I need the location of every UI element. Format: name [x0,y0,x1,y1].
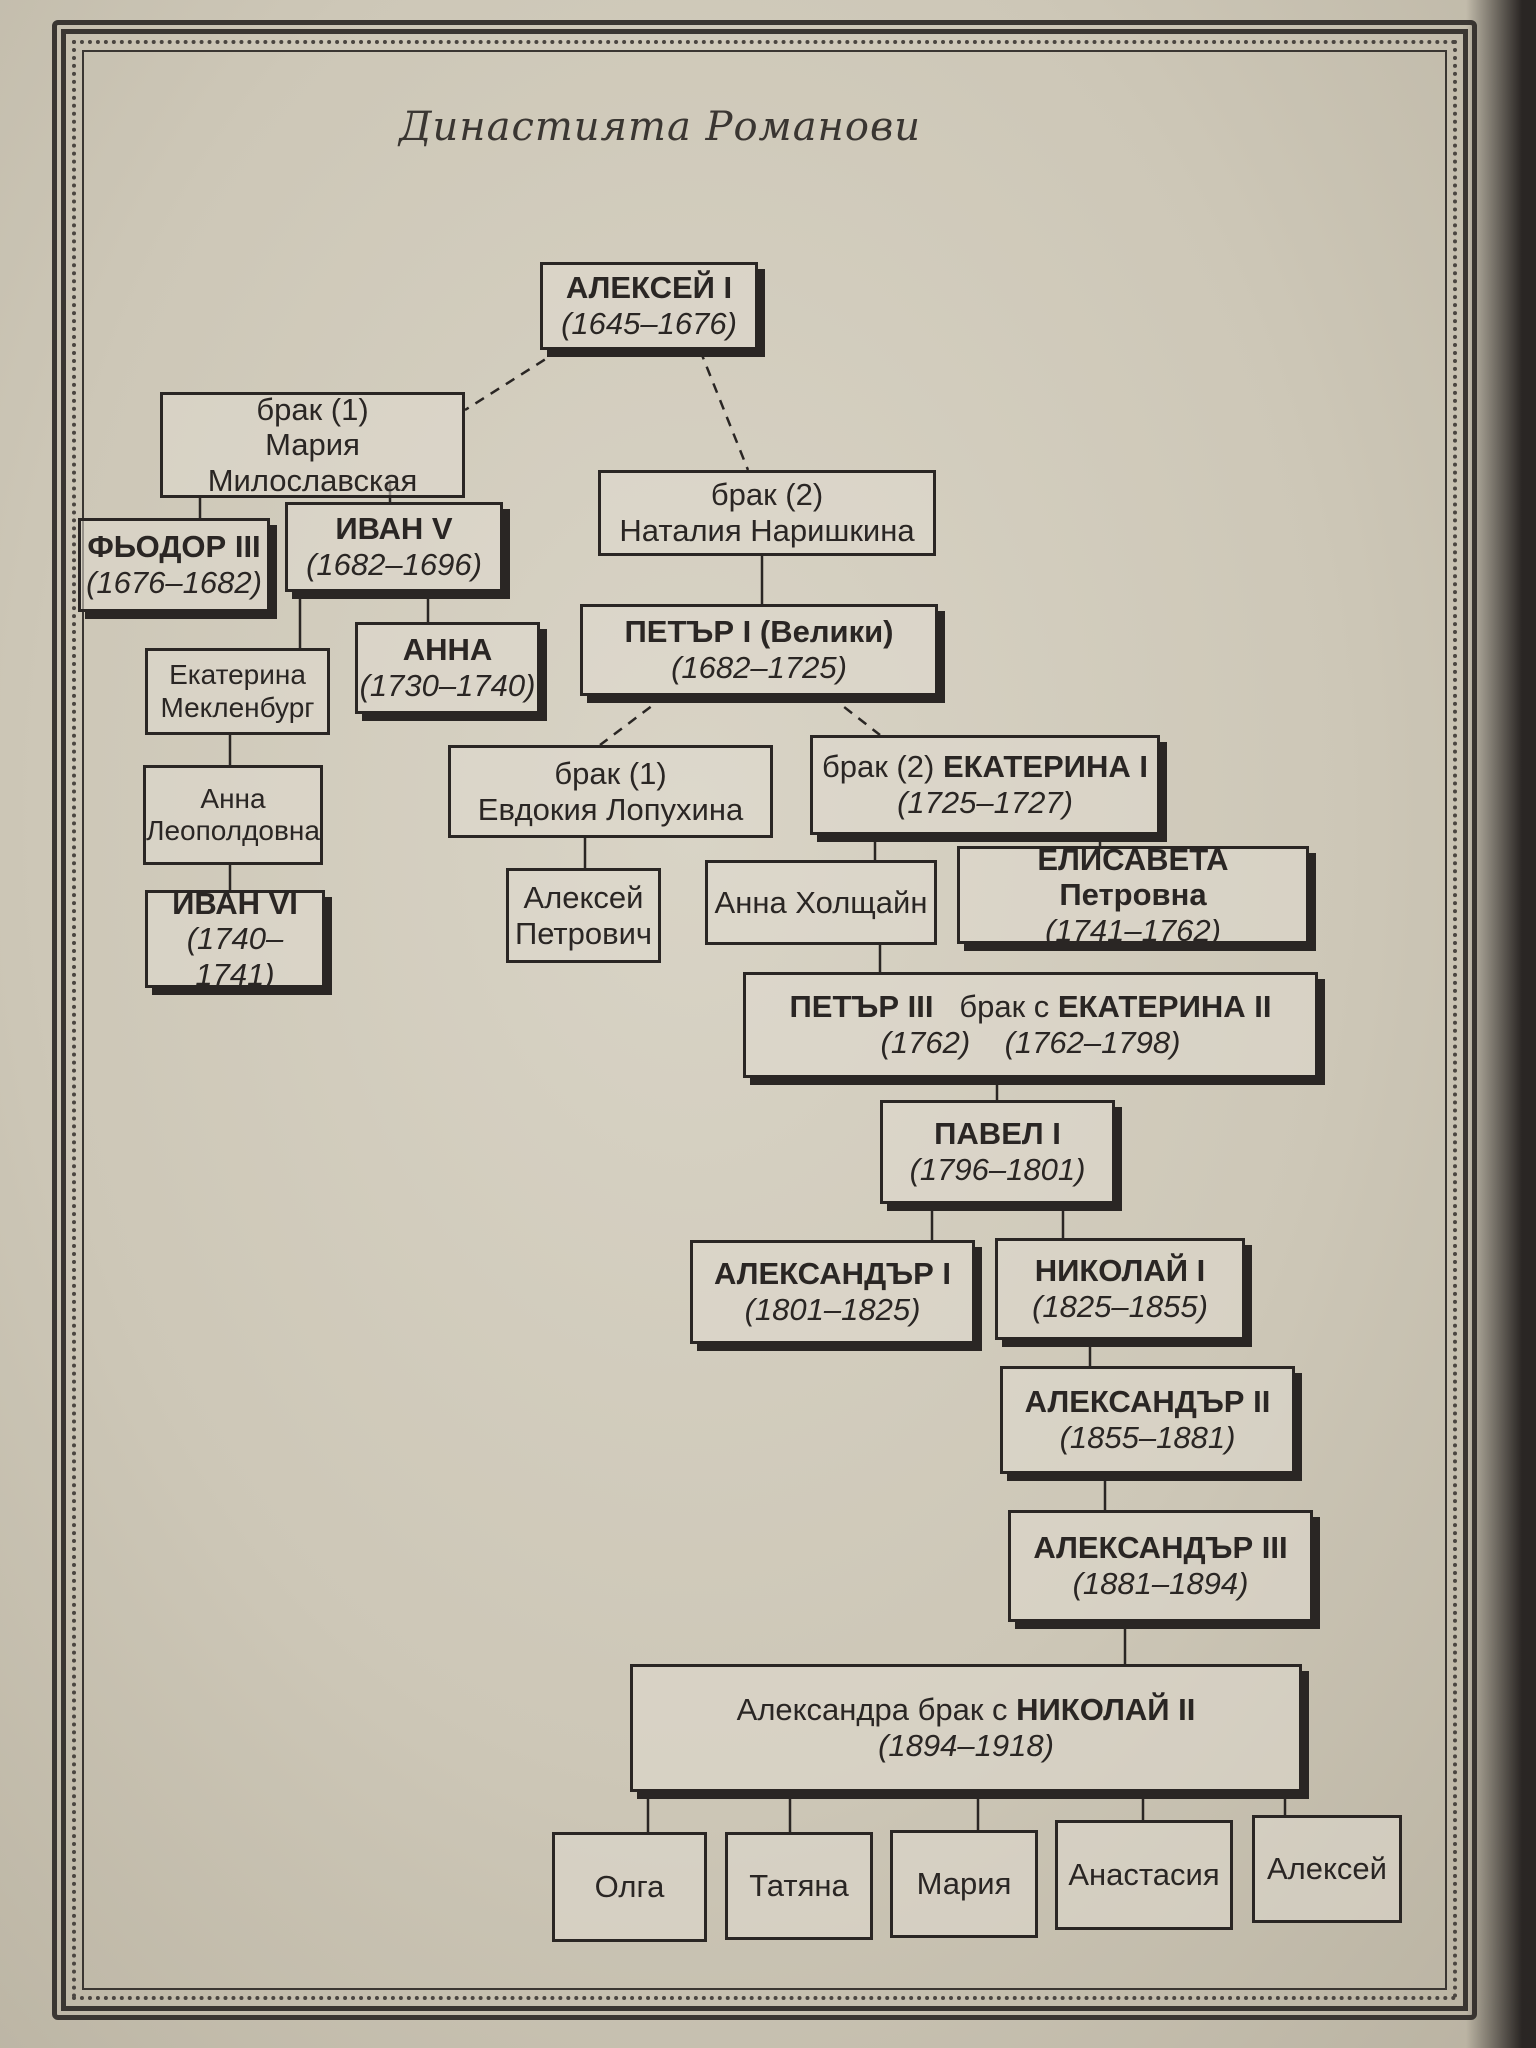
node-name: ЕКАТЕРИНА I [942,749,1148,785]
page-edge-shadow [1466,0,1536,2048]
node-petr-iii-ekaterina-ii: ПЕТЪР III брак с ЕКАТЕРИНА II (1762) (17… [743,972,1318,1078]
node-name: ИВАН VI [172,885,298,921]
node-years: (1894–1918) [878,1728,1054,1763]
node-name: АЛЕКСАНДЪР III [1033,1530,1288,1566]
node-name: НИКОЛАЙ I [1034,1253,1206,1289]
node-line1: Анна [200,782,266,814]
node-prefix: брак (2) [822,749,935,785]
connector-dashed [464,348,561,412]
node-name: АЛЕКСАНДЪР II [1024,1384,1271,1420]
node-years: (1825–1855) [1032,1289,1208,1324]
node-line1: Алексей [523,879,644,915]
node-child-name: Мария [916,1866,1012,1902]
connector-dashed [698,349,750,471]
node-petr-i: ПЕТЪР I (Велики) (1682–1725) [580,604,938,696]
node-pavel-i: ПАВЕЛ I (1796–1801) [880,1100,1115,1204]
node-name: ПЕТЪР I (Велики) [624,614,894,650]
node-years: (1730–1740) [359,668,536,703]
node-name: ФЬОДОР III [87,529,261,565]
node-years2: (1762–1798) [1004,1025,1181,1060]
node-name-rest: Петровна [1059,877,1207,913]
node-years: (1741–1762) [1045,912,1221,948]
node-years: (1881–1894) [1072,1566,1249,1601]
node-years: (1676–1682) [86,565,262,600]
node-ivan-vi: ИВАН VI (1740–1741) [145,886,325,992]
node-child-aleksei: Алексей [1252,1815,1402,1923]
node-name: АЛЕКСАНДЪР I [713,1256,952,1292]
node-ekaterina-i: брак (2) ЕКАТЕРИНА I (1725–1727) [810,735,1160,835]
node-name: НИКОЛАЙ II [1016,1692,1196,1728]
node-child-name: Алексей [1267,1851,1387,1887]
node-child-olga: Олга [552,1832,707,1942]
node-line2: Мекленбург [160,691,315,723]
node-line2: Мария Милославская [207,427,418,498]
node-years: (1801–1825) [744,1292,921,1327]
node-name: АЛЕКСЕЙ I [565,270,733,306]
connector-dashed [829,695,881,736]
node-years: (1725–1727) [897,785,1073,820]
node-name: ИВАН V [335,511,453,547]
page-title: Династията Романови [398,104,922,150]
node-years: (1762) [880,1025,971,1060]
connector-dashed [599,695,666,746]
node-fyodor-iii: ФЬОДОР III (1676–1682) [78,518,270,612]
node-aleksei-petrovich: Алексей Петрович [506,868,661,963]
border-inner-line [82,50,1447,1990]
node-line1: брак (2) [710,477,824,513]
node-years: (1682–1725) [671,650,847,685]
ornamental-border-dots [72,40,1457,2000]
node-name2: ЕКАТЕРИНА II [1057,989,1272,1025]
node-child-name: Татяна [749,1868,849,1904]
node-aleksandr-ii: АЛЕКСАНДЪР II (1855–1881) [1000,1366,1295,1474]
node-line1: Екатерина [169,659,306,691]
node-nikolai-i: НИКОЛАЙ I (1825–1855) [995,1238,1245,1340]
node-child-maria: Мария [890,1830,1038,1938]
node-years: (1682–1696) [306,547,482,582]
node-aleksandr-iii: АЛЕКСАНДЪР III (1881–1894) [1008,1510,1313,1622]
node-child-name: Олга [594,1869,665,1905]
node-line2: Евдокия Лопухина [477,791,744,827]
node-nikolai-ii: Александра брак с НИКОЛАЙ II (1894–1918) [630,1664,1302,1792]
node-anna-leopoldovna: Анна Леополдовна [143,765,323,865]
node-years: (1855–1881) [1059,1420,1236,1455]
node-anna-holshtain: Анна Холщайн [705,860,937,945]
node-marriage-2-naryshkina: брак (2) Наталия Наришкина [598,470,936,556]
node-name: АННА [402,632,493,668]
node-name: ПЕТЪР III [789,989,934,1025]
node-name: ЕЛИСАВЕТА [1037,841,1229,877]
node-line2: Леополдовна [146,815,320,846]
node-ekaterina-meklenburg: Екатерина Мекленбург [145,648,330,735]
node-prefix: Александра брак с [736,1692,1008,1728]
node-marriage-1-miloslavskaya: брак (1) Мария Милославская [160,392,465,498]
node-years: (1740–1741) [186,921,284,992]
node-elisaveta-petrovna: ЕЛИСАВЕТА Петровна (1741–1762) [957,842,1309,948]
node-line2: Наталия Наришкина [619,513,915,548]
node-child-tatyana: Татяна [725,1832,873,1940]
node-ivan-v: ИВАН V (1682–1696) [285,502,503,592]
node-years: (1645–1676) [561,306,737,341]
node-line1: Анна Холщайн [714,884,928,920]
node-marriage-1-lopukhina: брак (1) Евдокия Лопухина [448,745,773,838]
node-name: ПАВЕЛ I [934,1116,1061,1152]
node-years: (1796–1801) [909,1152,1086,1187]
node-anna: АННА (1730–1740) [355,622,540,714]
node-line1: брак (1) [256,391,369,427]
node-aleksei-i: АЛЕКСЕЙ I (1645–1676) [540,262,758,350]
node-child-anastasia: Анастасия [1055,1820,1233,1930]
node-child-name: Анастасия [1068,1857,1220,1893]
node-mid: брак с [959,989,1050,1025]
node-line1: брак (1) [554,755,667,791]
node-line2: Петрович [514,915,653,951]
node-aleksandr-i: АЛЕКСАНДЪР I (1801–1825) [690,1240,975,1344]
